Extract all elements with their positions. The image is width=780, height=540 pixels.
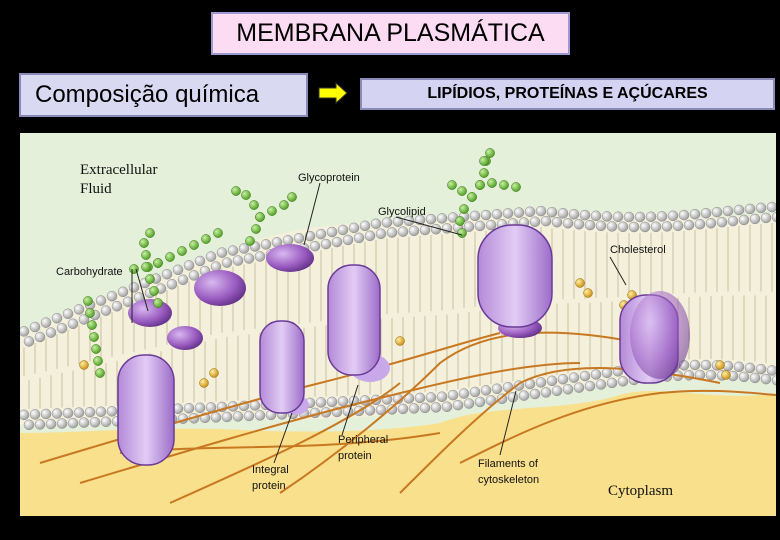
label-integral-protein-line2: protein: [252, 480, 286, 492]
page-title: MEMBRANA PLASMÁTICA: [211, 12, 570, 55]
integral-proteins: [117, 224, 690, 466]
label-cholesterol: Cholesterol: [610, 244, 666, 256]
label-integral-protein-line1: Integral: [252, 464, 289, 476]
label-peripheral-protein-line2: protein: [338, 450, 372, 462]
right-arrow-icon: [318, 82, 348, 104]
composition-label: Composição química: [19, 73, 308, 117]
label-glycolipid: Glycolipid: [378, 206, 426, 218]
label-carbohydrate: Carbohydrate: [56, 266, 123, 278]
components-label: LIPÍDIOS, PROTEÍNAS E AÇÚCARES: [360, 78, 775, 110]
label-filaments-line2: cytoskeleton: [478, 474, 539, 486]
label-cytoplasm: Cytoplasm: [608, 483, 673, 499]
label-pointers: [131, 182, 627, 464]
carbohydrate-chains: [83, 148, 521, 378]
membrane-diagram: Extracellular Fluid Glycoprotein Glycoli…: [20, 133, 776, 516]
label-filaments-line1: Filaments of: [478, 458, 539, 470]
label-extracellular-fluid-line2: Fluid: [80, 181, 112, 197]
label-glycoprotein: Glycoprotein: [298, 172, 360, 184]
label-peripheral-protein-line1: Peripheral: [338, 434, 388, 446]
cholesterol-molecules: [79, 278, 731, 388]
peripheral-proteins: [128, 244, 542, 415]
label-extracellular-fluid-line1: Extracellular: [80, 162, 157, 178]
